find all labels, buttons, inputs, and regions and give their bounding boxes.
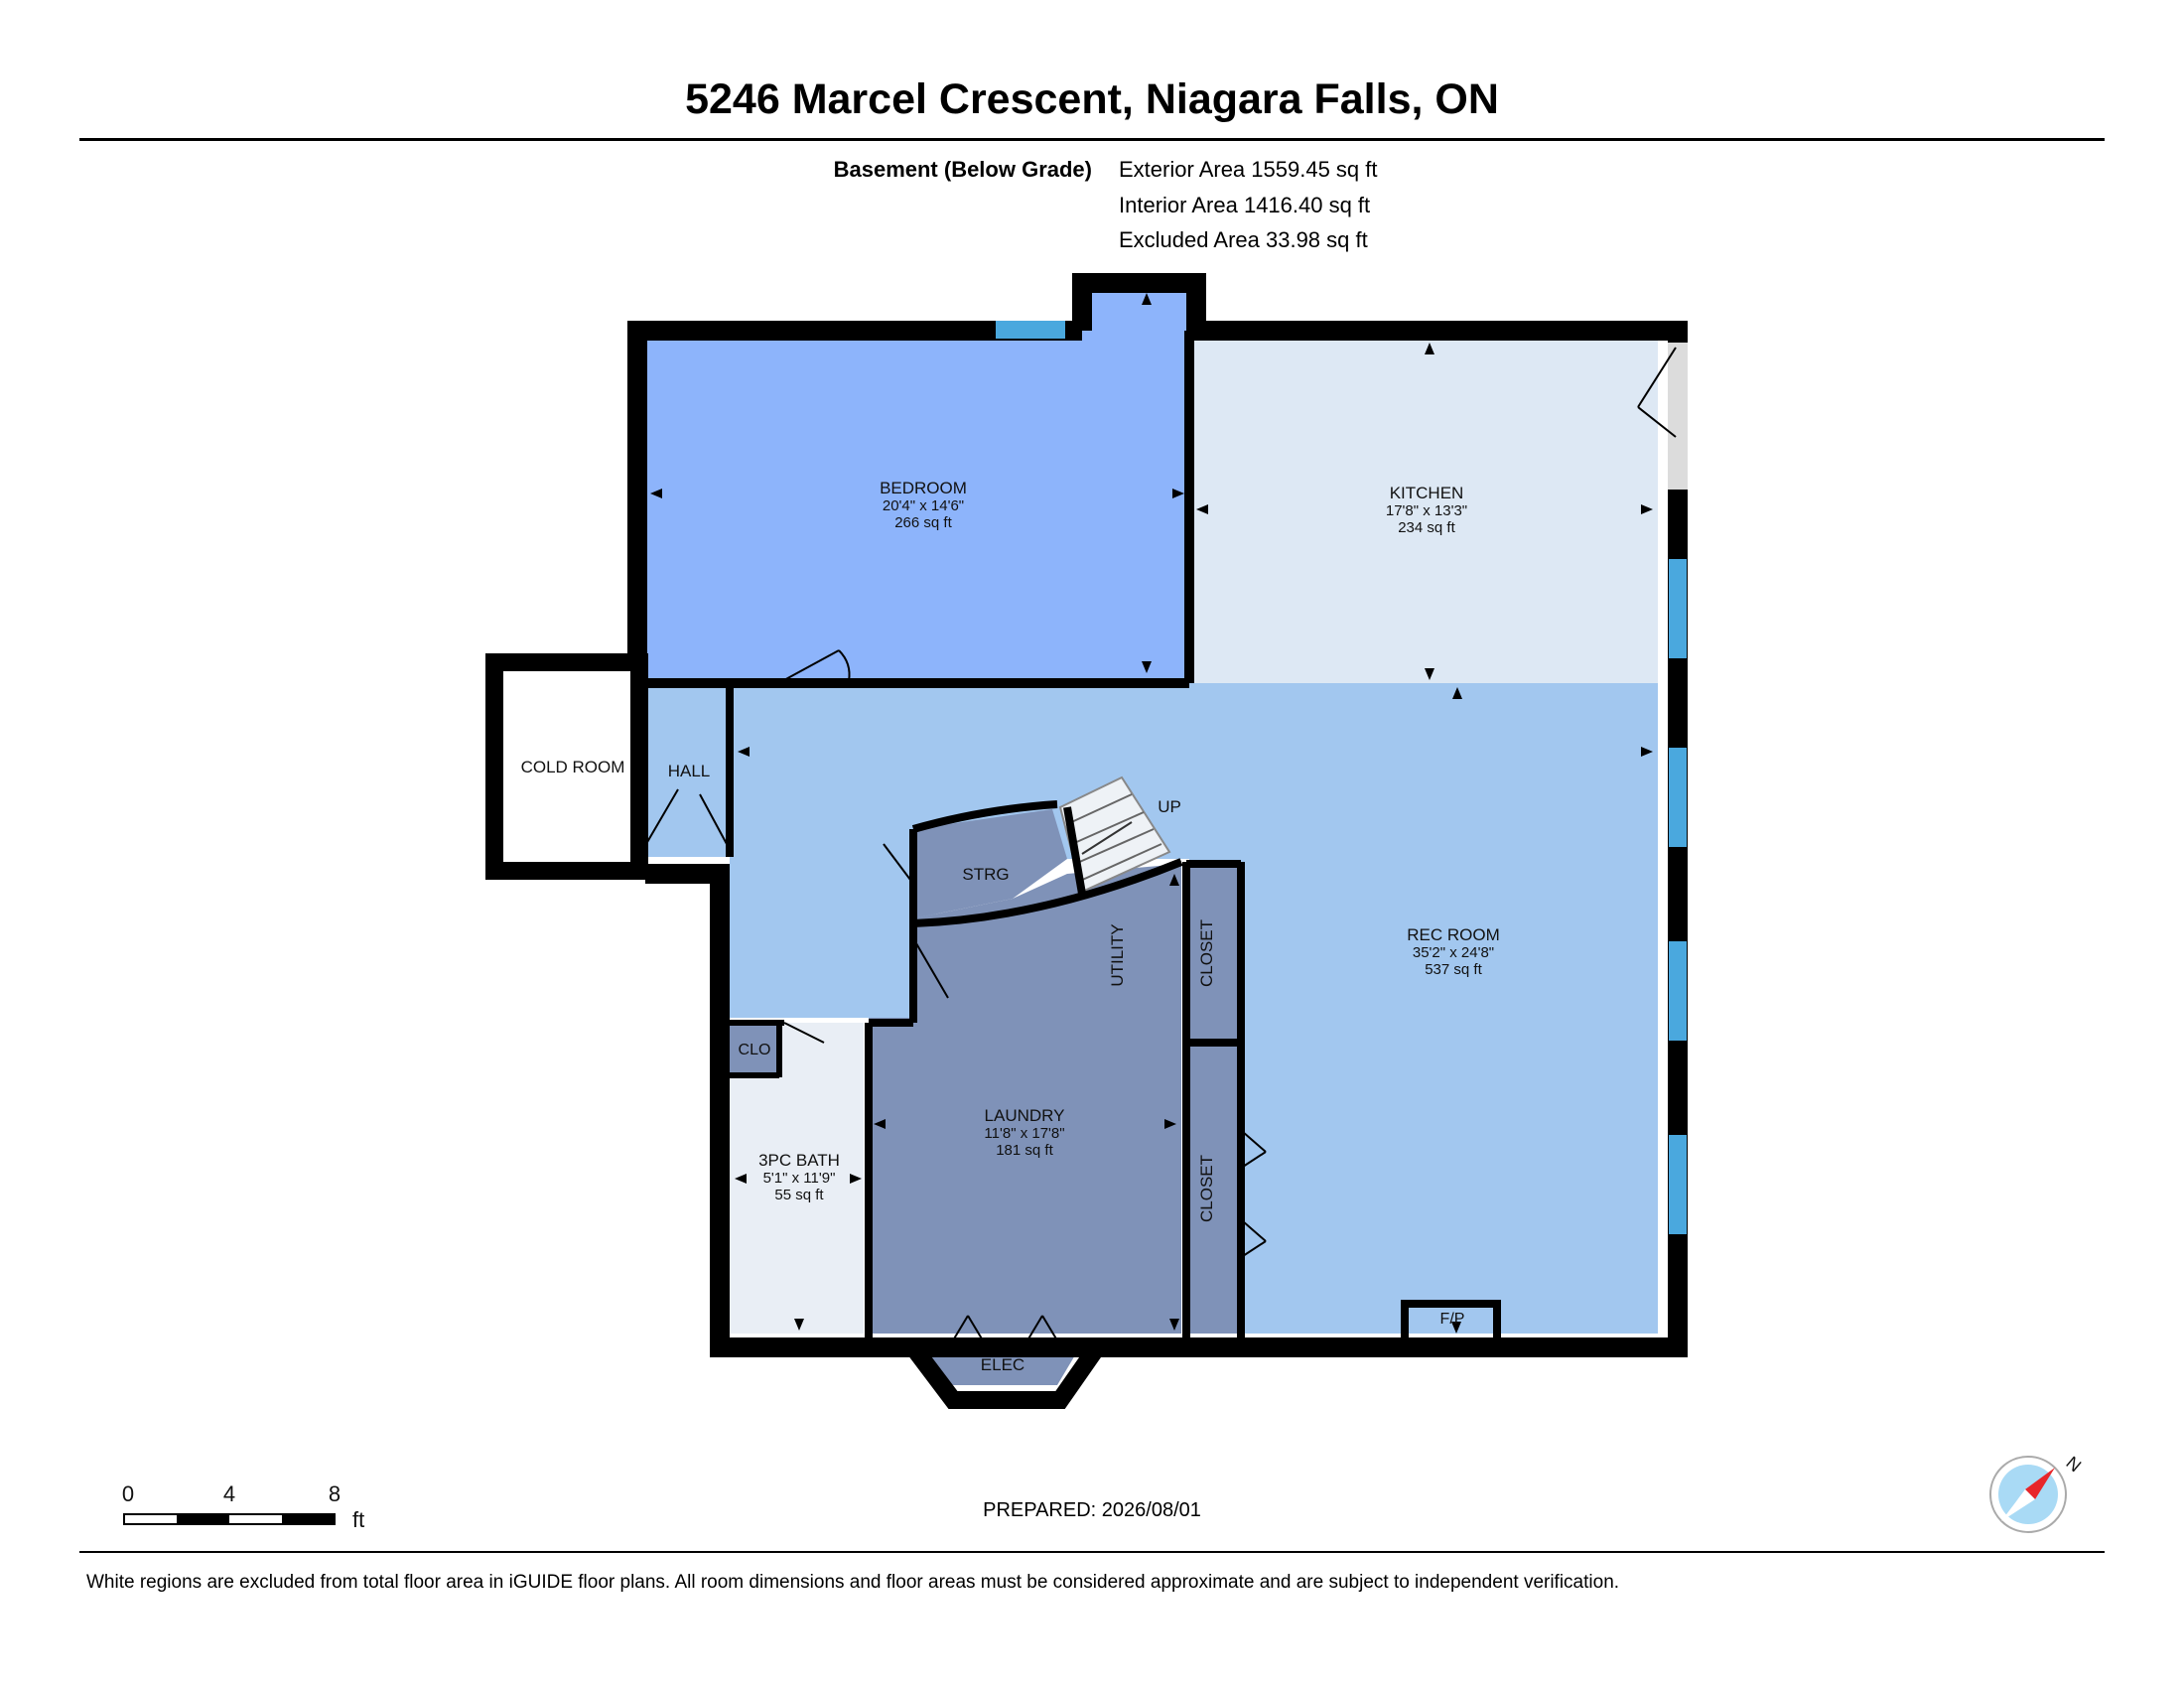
rec-room-area: 537 sq ft [1425, 961, 1482, 978]
door-swings [642, 347, 1677, 1341]
interior-area: Interior Area 1416.40 sq ft [1119, 193, 1371, 217]
rec-room-name: REC ROOM [1407, 925, 1500, 944]
kitchen-fill [1189, 331, 1658, 683]
closet-2-fill [1189, 1043, 1239, 1334]
elec-wall [905, 1341, 1105, 1409]
window [1669, 1135, 1687, 1234]
closet-1-fill [1189, 864, 1239, 1043]
closet-1-label: CLOSET [1197, 919, 1216, 987]
kitchen-dims: 17'8" x 13'3" [1386, 502, 1467, 519]
excluded-area: Excluded Area 33.98 sq ft [1119, 227, 1368, 252]
storage-wall [912, 858, 1183, 927]
floor-label: Basement (Below Grade) [833, 157, 1092, 182]
kitchen-area: 234 sq ft [1398, 519, 1455, 536]
disclaimer-text: White regions are excluded from total fl… [86, 1572, 1620, 1593]
bedroom-fill [645, 331, 1186, 683]
fp-fill [1408, 1304, 1495, 1334]
stair-tread [1077, 843, 1162, 883]
fp-label: F/P [1440, 1311, 1465, 1328]
hall-label: HALL [668, 762, 711, 780]
laundry-dims: 11'8" x 17'8" [984, 1125, 1064, 1142]
clo-label: CLO [739, 1042, 771, 1058]
utility-label: UTILITY [1108, 923, 1127, 986]
stair-tread [1066, 793, 1133, 825]
prepared-date: PREPARED: 2026/08/01 [983, 1499, 1201, 1521]
window [1669, 748, 1687, 847]
up-label: UP [1158, 797, 1181, 816]
window [1669, 941, 1687, 1041]
compass-north-label: N [2062, 1453, 2085, 1477]
exterior-wall [627, 321, 1082, 663]
bath-dims: 5'1" x 11'9" [763, 1170, 836, 1187]
laundry-area: 181 sq ft [996, 1142, 1053, 1159]
window [996, 321, 1065, 339]
scale-bar: 0 4 8 ft [122, 1481, 364, 1532]
laundry-fill [869, 864, 1181, 1334]
storage-fill [913, 809, 1067, 918]
kitchen-name: KITCHEN [1390, 484, 1464, 502]
interior-wall [1063, 806, 1086, 895]
bedroom-area: 266 sq ft [894, 514, 952, 531]
exterior-area: Exterior Area 1559.45 sq ft [1119, 157, 1378, 182]
bedroom-name: BEDROOM [880, 479, 967, 497]
clo-fill [730, 1023, 779, 1072]
stair-tread [1074, 828, 1155, 865]
footer-rule [79, 1551, 2105, 1553]
hall-fill [645, 683, 730, 857]
stair-arrow [1081, 821, 1133, 855]
bedroom-dims: 20'4" x 14'6" [883, 497, 964, 514]
dimension-arrows [650, 293, 1653, 1334]
exterior-wall [645, 273, 1688, 1357]
fireplace-wall [1401, 1300, 1501, 1340]
closet-2-label: CLOSET [1197, 1155, 1216, 1222]
scale-tick-4: 4 [223, 1481, 235, 1506]
compass-icon: N [1989, 1453, 2085, 1533]
storage-wall [911, 800, 1058, 833]
scale-tick-0: 0 [122, 1481, 134, 1506]
window [1669, 559, 1687, 658]
cold-room-label: COLD ROOM [521, 758, 625, 776]
elec-label: ELEC [981, 1355, 1024, 1374]
bath-name: 3PC BATH [758, 1151, 840, 1170]
stair-tread [1071, 811, 1145, 845]
scale-tick-8: 8 [329, 1481, 341, 1506]
cold-room-wall [485, 653, 648, 880]
strg-label: STRG [962, 865, 1009, 884]
laundry-name: LAUNDRY [985, 1106, 1065, 1125]
cold-room-fill [501, 663, 640, 857]
header-rule [79, 138, 2105, 141]
scale-unit: ft [352, 1507, 364, 1532]
page-title: 5246 Marcel Crescent, Niagara Falls, ON [685, 75, 1499, 123]
exterior-door [1668, 343, 1688, 490]
rec-room-dims: 35'2" x 24'8" [1413, 944, 1494, 961]
bath-area: 55 sq ft [774, 1187, 824, 1203]
